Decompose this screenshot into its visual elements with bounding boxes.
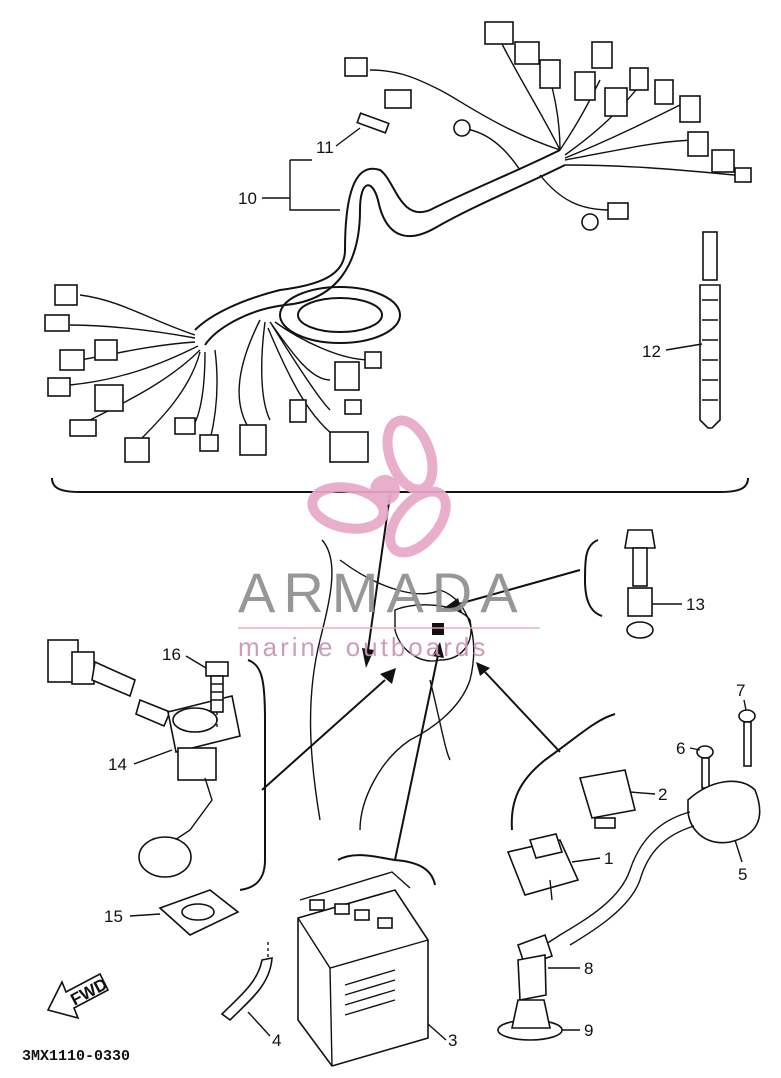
wire-harness: [44, 21, 752, 493]
callout-1: 1: [604, 849, 613, 868]
callout-10: 10: [238, 189, 257, 208]
switch-part: [624, 529, 656, 639]
watermark: ARMADA marine outboards: [238, 415, 540, 662]
callout-labels: 11 10 12 13 16 14 15 2 1 6 7 5 8 9 3 4: [104, 127, 747, 1050]
callout-12: 12: [642, 342, 661, 361]
callout-3: 3: [448, 1031, 457, 1050]
cap-cover: [497, 999, 563, 1041]
screw-7: [738, 709, 756, 767]
callout-7: 7: [736, 681, 745, 700]
callout-15: 15: [104, 907, 123, 926]
leader-lines: [239, 494, 616, 891]
callout-9: 9: [584, 1021, 593, 1040]
callout-2: 2: [658, 785, 667, 804]
propeller-logo: [307, 415, 451, 558]
battery: [297, 871, 429, 1067]
relay: [578, 769, 636, 829]
callout-4: 4: [272, 1031, 281, 1050]
callout-11: 11: [316, 138, 334, 157]
watermark-brand: ARMADA: [238, 561, 526, 624]
gasket: [158, 889, 240, 936]
starter-relay: [506, 833, 580, 901]
callout-16: 16: [162, 645, 181, 664]
spark-plug-cap: [517, 954, 547, 1001]
callout-14: 14: [108, 755, 127, 774]
watermark-tagline: marine outboards: [238, 632, 488, 662]
cable-tie: [699, 231, 721, 429]
callout-6: 6: [676, 739, 685, 758]
frame-outline: [309, 539, 475, 831]
screw-6: [696, 745, 714, 789]
fwd-arrow: FWD: [46, 972, 111, 1020]
fuse: [356, 112, 390, 134]
callout-13: 13: [686, 595, 705, 614]
bolt-16: [205, 661, 229, 728]
part-code: 3MX1110-0330: [22, 1048, 130, 1065]
breather-hose: [220, 942, 273, 1022]
callout-5: 5: [738, 865, 747, 884]
callout-8: 8: [584, 959, 593, 978]
